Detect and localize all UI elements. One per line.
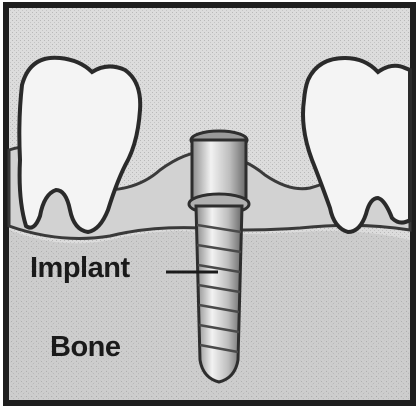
implant-label: Implant <box>30 252 130 285</box>
bone-label: Bone <box>50 331 121 364</box>
implant-screw <box>196 206 242 382</box>
